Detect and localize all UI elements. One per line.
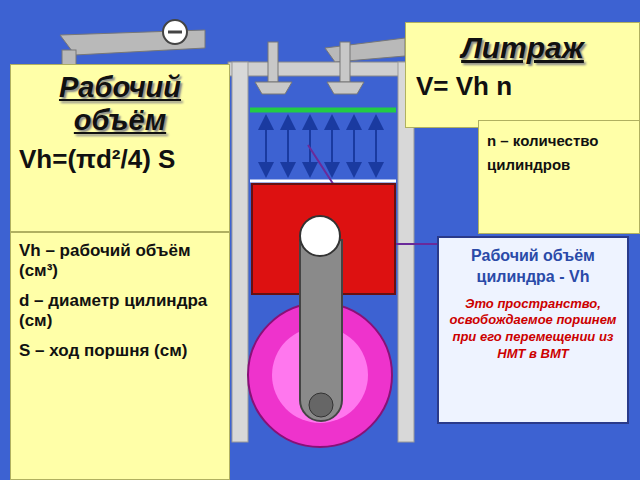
volume-arrow (265, 116, 267, 176)
node-heading: Рабочий объём цилиндра - Vh (447, 246, 619, 288)
valve-head (255, 82, 292, 94)
node-heading: Литраж (416, 31, 629, 65)
definition-box: Рабочий объём цилиндра - Vh Это пространс… (437, 236, 629, 424)
valve-head (327, 82, 364, 94)
bdc-line (250, 180, 396, 183)
formula-box: Рабочий объёмVh=(πd²/4) S (10, 64, 230, 232)
node-text: S – ход поршня (см) (19, 341, 221, 361)
volume-arrow (353, 116, 355, 176)
rocker-arm (325, 38, 405, 62)
node-text: Это пространство, освобождаемое поршнем … (447, 296, 619, 364)
cylinder-wall (232, 62, 248, 442)
node-text: d – диаметр цилиндра (см) (19, 291, 221, 331)
node-heading: Vh – рабочий объём (см³) (19, 241, 221, 281)
crank-pin (309, 393, 333, 417)
node-heading: Рабочий объём (19, 71, 221, 138)
cylinders-box: n – количество цилиндров (478, 120, 640, 234)
connecting-rod (300, 240, 342, 421)
displacement-box: Литраж V= Vh n (405, 22, 640, 128)
volume-arrow (287, 116, 289, 176)
valve-stem (268, 42, 278, 82)
definitions-box: Vh – рабочий объём (см³) d – диаметр цили… (10, 232, 230, 480)
rocker-pivot-slot (168, 31, 182, 34)
volume-arrow (331, 116, 333, 176)
node-heading: n – количество цилиндров (487, 129, 631, 177)
tdc-line (250, 108, 396, 113)
volume-arrows (266, 116, 376, 176)
node-text: Vh=(πd²/4) S (19, 144, 221, 175)
piston-pin (300, 216, 340, 256)
volume-arrow (375, 116, 377, 176)
valve-stem (340, 42, 350, 82)
cylinder-head (228, 62, 418, 76)
rocker-pivot (163, 20, 187, 44)
node-text: V= Vh n (416, 71, 629, 102)
